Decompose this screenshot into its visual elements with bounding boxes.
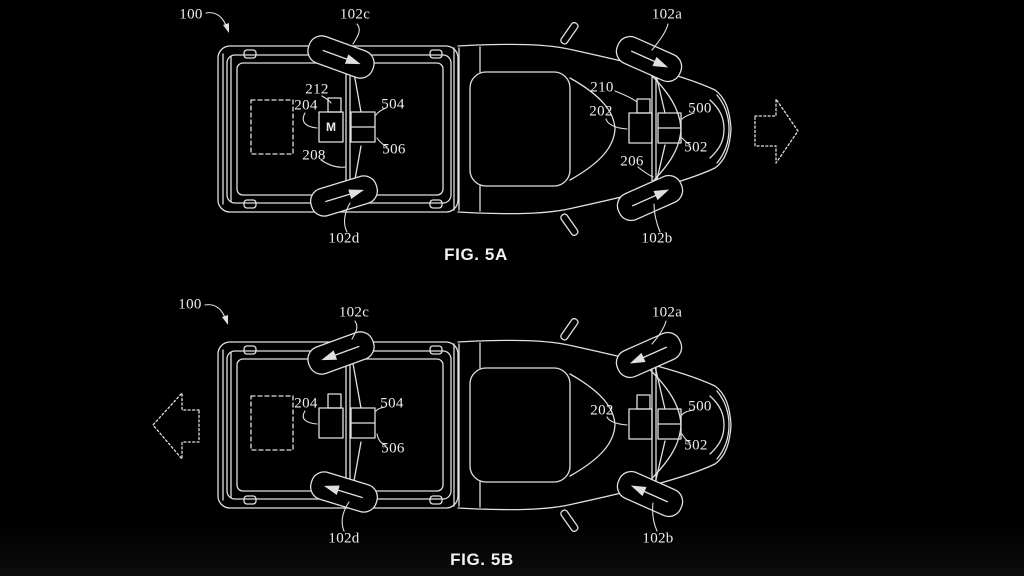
leader-lines-fig5a <box>205 12 695 233</box>
ref-label-wheel-bottom-right-fig5a: 102b <box>641 230 673 247</box>
leader-lines-fig5b <box>204 304 695 532</box>
wheel-102b-fig5b <box>612 466 688 522</box>
ref-label-vehicle-fig5b: 100 <box>178 296 202 313</box>
wheel-102b-fig5a <box>612 170 688 226</box>
wheel-102c-fig5b <box>303 327 379 379</box>
ref-label-rear-motor-fig5a: 204 <box>294 97 318 114</box>
ref-label-rear-axle-fig5a: 208 <box>302 147 326 164</box>
figure-caption-5b: FIG. 5B <box>450 550 514 569</box>
pointer-arrow-100-fig5a <box>223 23 229 33</box>
pointer-arrow-100-fig5b <box>222 315 228 325</box>
wheel-102c-fig5a <box>303 31 379 83</box>
ref-label-rear-gearbox-upper-fig5a: 504 <box>381 96 405 113</box>
ref-label-rear-gearbox-lower-fig5b: 506 <box>381 440 405 457</box>
figure-caption-5a: FIG. 5A <box>444 245 508 264</box>
ref-label-rear-gearbox-lower-fig5a: 506 <box>382 141 406 158</box>
ref-label-wheel-top-right-fig5b: 102a <box>651 304 683 321</box>
direction-arrow-right <box>754 98 799 164</box>
ref-label-front-axle-fig5a: 206 <box>620 153 644 170</box>
ref-label-front-gearbox-upper-fig5b: 500 <box>688 398 712 415</box>
ref-label-front-motor-fig5a: 202 <box>589 103 613 120</box>
ref-label-front-motor-fig5b: 202 <box>590 402 614 419</box>
ref-label-front-sensor-fig5a: 210 <box>590 79 614 96</box>
ref-label-wheel-top-left-fig5b: 102c <box>338 304 370 321</box>
direction-arrow-left <box>152 392 200 460</box>
ref-label-rear-motor-fig5b: 204 <box>294 395 318 412</box>
ref-label-rear-sensor-fig5a: 212 <box>305 81 329 98</box>
wheel-102a-fig5a <box>611 31 687 87</box>
ref-label-rear-gearbox-upper-fig5b: 504 <box>380 395 404 412</box>
truck-top-view-fig5b <box>217 316 732 534</box>
ref-label-front-gearbox-lower-fig5b: 502 <box>684 437 708 454</box>
ref-label-wheel-bottom-left-fig5a: 102d <box>328 230 360 247</box>
ref-label-front-gearbox-lower-fig5a: 502 <box>684 139 708 156</box>
ref-label-front-gearbox-upper-fig5a: 500 <box>688 100 712 117</box>
ref-label-wheel-top-right-fig5a: 102a <box>651 6 683 23</box>
ref-label-wheel-bottom-left-fig5b: 102d <box>328 530 360 547</box>
wheel-102a-fig5b <box>611 327 687 383</box>
ref-label-wheel-bottom-right-fig5b: 102b <box>642 530 674 547</box>
ref-label-wheel-top-left-fig5a: 102c <box>339 6 371 23</box>
motor-letter-fig5a: M <box>326 120 336 134</box>
ref-label-vehicle-fig5a: 100 <box>179 6 203 23</box>
